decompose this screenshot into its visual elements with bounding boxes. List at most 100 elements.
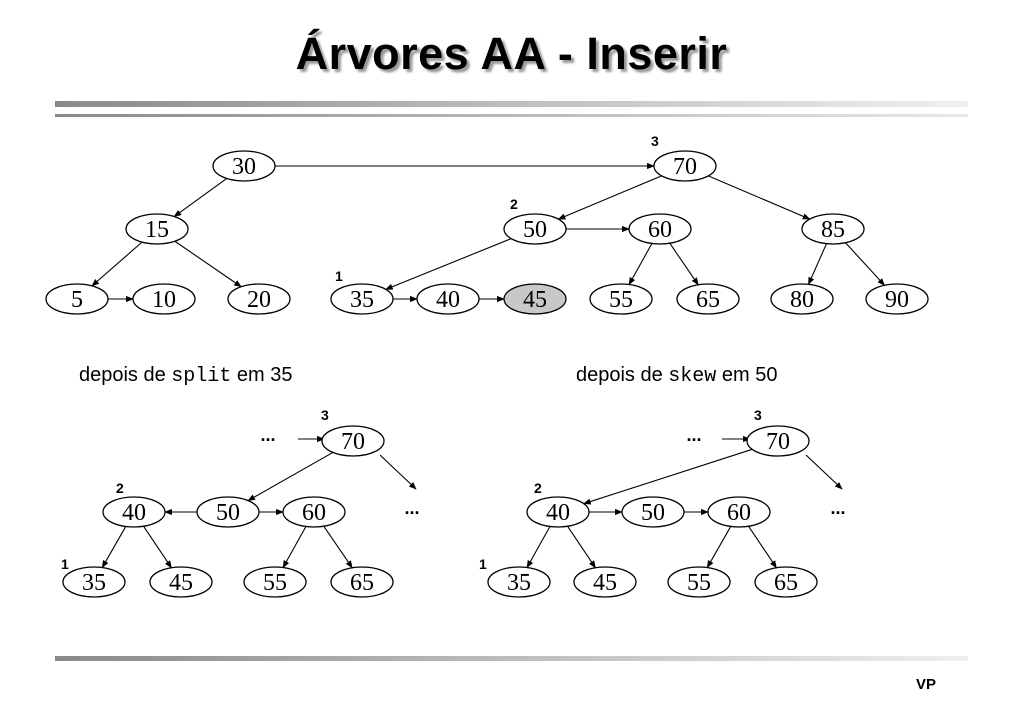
node-label-after_skew-65: 65 bbox=[774, 570, 798, 596]
node-ellipse-after_skew-55 bbox=[667, 566, 731, 598]
node-label-top-10: 10 bbox=[152, 287, 176, 313]
level-label-top-50: 2 bbox=[510, 196, 518, 212]
edge-top-85-90 bbox=[845, 242, 885, 286]
node-label-after_split-35: 35 bbox=[82, 570, 106, 596]
title-rule-lower bbox=[55, 114, 968, 117]
ellipsis-after_skew-0: ... bbox=[686, 425, 701, 445]
node-top-60: 60 bbox=[628, 213, 692, 245]
level-label-after_split-40: 2 bbox=[116, 480, 124, 496]
node-ellipse-top-90 bbox=[865, 283, 929, 315]
node-top-15: 15 bbox=[125, 213, 189, 245]
node-after_skew-40: 40 bbox=[526, 496, 590, 528]
node-ellipse-after_skew-65 bbox=[754, 566, 818, 598]
dangling-edge-after_split-1 bbox=[379, 454, 417, 490]
node-ellipse-after_skew-60 bbox=[707, 496, 771, 528]
edge-top-15-20 bbox=[174, 240, 242, 288]
caption-skew: depois de skew em 50 bbox=[576, 364, 777, 388]
node-top-85: 85 bbox=[801, 213, 865, 245]
node-label-top-30: 30 bbox=[232, 154, 256, 180]
level-label-after_skew-70: 3 bbox=[754, 407, 762, 423]
caption-split: depois de split em 35 bbox=[79, 364, 292, 388]
node-after_split-45: 45 bbox=[149, 566, 213, 598]
node-ellipse-after_skew-45 bbox=[573, 566, 637, 598]
node-after_split-60: 60 bbox=[282, 496, 346, 528]
node-top-35: 35 bbox=[330, 283, 394, 315]
node-top-45: 45 bbox=[503, 283, 567, 315]
node-ellipse-after_split-70 bbox=[321, 425, 385, 457]
node-top-30: 30 bbox=[212, 150, 276, 182]
node-after_skew-35: 35 bbox=[487, 566, 551, 598]
edge-after_split-60-55 bbox=[282, 526, 307, 569]
node-ellipse-top-35 bbox=[330, 283, 394, 315]
node-label-after_split-40: 40 bbox=[122, 500, 146, 526]
node-label-top-40: 40 bbox=[436, 287, 460, 313]
node-ellipse-after_split-65 bbox=[330, 566, 394, 598]
node-top-20: 20 bbox=[227, 283, 291, 315]
node-ellipse-after_split-40 bbox=[102, 496, 166, 528]
node-top-5: 5 bbox=[45, 283, 109, 315]
level-label-after_skew-35: 1 bbox=[479, 556, 487, 572]
edge-after_skew-40-35 bbox=[526, 526, 551, 569]
node-label-top-60: 60 bbox=[648, 217, 672, 243]
node-label-after_split-50: 50 bbox=[216, 500, 240, 526]
node-ellipse-top-15 bbox=[125, 213, 189, 245]
edge-top-50-35 bbox=[385, 238, 512, 290]
title-rule-upper bbox=[55, 101, 968, 107]
node-after_skew-65: 65 bbox=[754, 566, 818, 598]
ellipsis-after_split-0: ... bbox=[260, 425, 275, 445]
node-label-after_skew-40: 40 bbox=[546, 500, 570, 526]
node-top-65: 65 bbox=[676, 283, 740, 315]
node-top-70: 70 bbox=[653, 150, 717, 182]
edge-after_skew-60-55 bbox=[706, 526, 732, 569]
node-ellipse-after_skew-35 bbox=[487, 566, 551, 598]
footer-rule bbox=[55, 656, 968, 661]
node-ellipse-after_skew-70 bbox=[746, 425, 810, 457]
edge-after_skew-40-45 bbox=[567, 525, 596, 569]
node-ellipse-top-85 bbox=[801, 213, 865, 245]
node-label-after_split-65: 65 bbox=[350, 570, 374, 596]
node-top-10: 10 bbox=[132, 283, 196, 315]
node-after_split-50: 50 bbox=[196, 496, 260, 528]
node-label-top-55: 55 bbox=[609, 287, 633, 313]
node-label-top-80: 80 bbox=[790, 287, 814, 313]
edge-top-85-80 bbox=[807, 243, 828, 286]
node-label-top-5: 5 bbox=[71, 287, 83, 313]
ellipsis-after_skew-1: ... bbox=[830, 498, 845, 518]
node-label-after_skew-55: 55 bbox=[687, 570, 711, 596]
node-label-top-70: 70 bbox=[673, 154, 697, 180]
node-ellipse-after_split-45 bbox=[149, 566, 213, 598]
node-label-after_skew-60: 60 bbox=[727, 500, 751, 526]
node-after_split-70: 70 bbox=[321, 425, 385, 457]
node-label-after_split-45: 45 bbox=[169, 570, 193, 596]
level-label-top-35: 1 bbox=[335, 268, 343, 284]
tree-edges bbox=[91, 162, 885, 569]
node-label-top-65: 65 bbox=[696, 287, 720, 313]
node-ellipse-top-80 bbox=[770, 283, 834, 315]
node-ellipse-top-5 bbox=[45, 283, 109, 315]
node-after_split-55: 55 bbox=[243, 566, 307, 598]
node-after_skew-50: 50 bbox=[621, 496, 685, 528]
edge-top-60-65 bbox=[669, 242, 699, 286]
node-ellipse-top-10 bbox=[132, 283, 196, 315]
node-top-40: 40 bbox=[416, 283, 480, 315]
edge-after_split-40-45 bbox=[143, 525, 172, 569]
node-ellipse-top-60 bbox=[628, 213, 692, 245]
footer-initials: VP bbox=[916, 676, 937, 693]
node-ellipse-top-70 bbox=[653, 150, 717, 182]
node-ellipse-after_split-50 bbox=[196, 496, 260, 528]
edge-after_skew-70-40 bbox=[583, 448, 753, 505]
node-after_split-35: 35 bbox=[62, 566, 126, 598]
node-ellipse-top-30 bbox=[212, 150, 276, 182]
dangling-edge-after_skew-1 bbox=[805, 454, 843, 490]
node-after_split-40: 40 bbox=[102, 496, 166, 528]
node-ellipse-after_split-60 bbox=[282, 496, 346, 528]
node-label-top-35: 35 bbox=[350, 287, 374, 313]
node-after_skew-55: 55 bbox=[667, 566, 731, 598]
edge-after_skew-60-65 bbox=[748, 525, 777, 569]
node-ellipse-top-20 bbox=[227, 283, 291, 315]
edge-after_split-70-50 bbox=[247, 451, 334, 502]
edge-top-70-50 bbox=[557, 175, 662, 220]
node-after_skew-60: 60 bbox=[707, 496, 771, 528]
node-after_split-65: 65 bbox=[330, 566, 394, 598]
